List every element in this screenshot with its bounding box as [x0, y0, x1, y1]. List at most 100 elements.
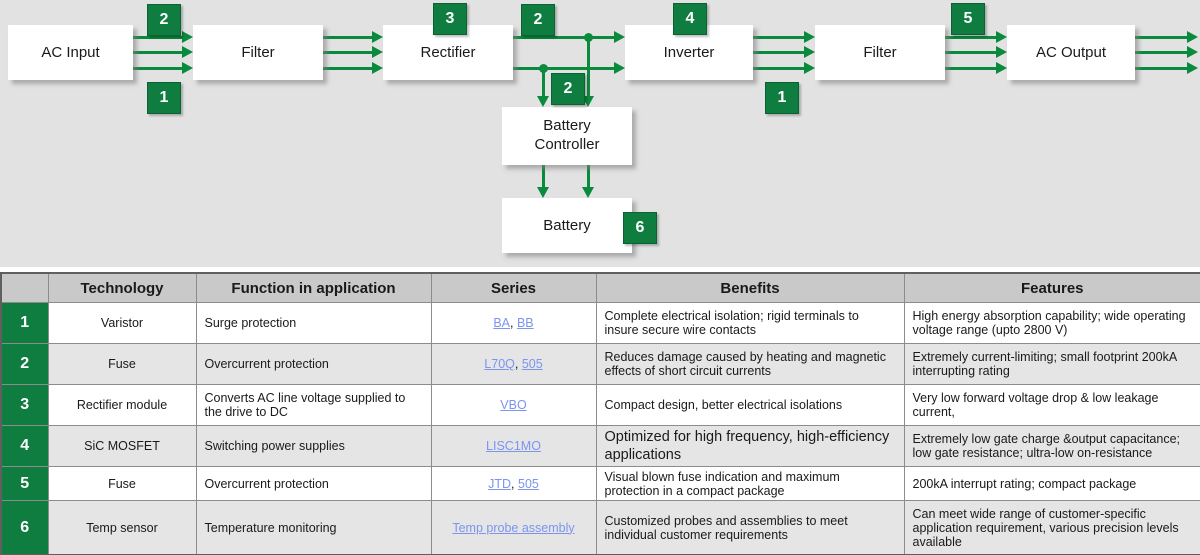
- flow-arrow: [133, 46, 193, 58]
- block-ac-output: AC Output: [1007, 25, 1135, 80]
- block-label: Inverter: [663, 44, 715, 61]
- features-cell: Very low forward voltage drop & low leak…: [903, 384, 1200, 426]
- junction-dot: [584, 33, 593, 42]
- series-cell: JTD, 505: [430, 466, 597, 502]
- technology-cell: Fuse: [47, 466, 197, 502]
- benefits-cell: Optimized for high frequency, high-effic…: [595, 424, 905, 468]
- badge-4: 4: [673, 3, 707, 35]
- flow-arrow: [945, 31, 1007, 43]
- row-number-cell: 3: [0, 384, 49, 426]
- block-filter-2: Filter: [815, 25, 945, 80]
- block-label: Filter: [241, 44, 275, 61]
- block-label: Battery Controller: [534, 117, 600, 153]
- technology-cell: SiC MOSFET: [47, 424, 197, 468]
- badge-2: 2: [551, 73, 585, 105]
- row-number-cell: 5: [0, 466, 49, 502]
- function-cell: Overcurrent protection: [195, 466, 432, 502]
- block-filter-1: Filter: [193, 25, 323, 80]
- technology-cell: Rectifier module: [47, 384, 197, 426]
- series-cell: LISC1MO: [430, 424, 597, 468]
- benefits-cell: Reduces damage caused by heating and mag…: [595, 343, 905, 385]
- series-link[interactable]: 505: [521, 357, 543, 371]
- flow-arrow-down: [537, 69, 549, 107]
- flow-arrow: [133, 62, 193, 74]
- series-link[interactable]: JTD: [488, 476, 512, 491]
- row-number-cell: 2: [0, 343, 49, 385]
- flow-arrow-down: [582, 38, 594, 107]
- series-link[interactable]: BB: [516, 316, 534, 330]
- block-ac-input: AC Input: [8, 25, 133, 80]
- flow-arrow: [323, 46, 383, 58]
- flow-arrow: [323, 31, 383, 43]
- series-link[interactable]: VBO: [500, 398, 527, 412]
- function-cell: Overcurrent protection: [195, 343, 432, 385]
- series-link[interactable]: 505: [518, 476, 539, 491]
- power-flow-diagram: AC Input Filter Rectifier Inverter Filte…: [0, 0, 1200, 267]
- flow-arrow: [1135, 31, 1198, 43]
- block-label: AC Output: [1035, 44, 1107, 61]
- row-number-cell: 6: [0, 500, 49, 555]
- badge-1: 1: [147, 82, 181, 114]
- header-cell-number: [0, 272, 49, 303]
- header-cell: Technology: [47, 272, 197, 303]
- features-cell: Extremely low gate charge &output capaci…: [903, 424, 1200, 468]
- series-cell: BA, BB: [430, 302, 597, 344]
- series-cell: Temp probe assembly: [430, 500, 597, 555]
- flow-arrow: [513, 31, 625, 43]
- flow-arrow: [133, 31, 193, 43]
- badge-2: 2: [147, 4, 181, 36]
- technology-cell: Temp sensor: [47, 500, 197, 555]
- flow-arrow: [945, 46, 1007, 58]
- series-link[interactable]: LISC1MO: [486, 439, 541, 454]
- series-link[interactable]: L70Q: [484, 357, 515, 371]
- series-cell: L70Q, 505: [430, 343, 597, 385]
- technology-cell: Fuse: [47, 343, 197, 385]
- function-cell: Switching power supplies: [195, 424, 432, 468]
- series-link[interactable]: BA: [493, 316, 511, 330]
- header-cell: Series: [430, 272, 597, 303]
- badge-3: 3: [433, 3, 467, 35]
- features-cell: High energy absorption capability; wide …: [903, 302, 1200, 344]
- series-link[interactable]: Temp probe assembly: [452, 520, 575, 535]
- benefits-cell: Customized probes and assemblies to meet…: [595, 500, 905, 555]
- benefits-cell: Visual blown fuse indication and maximum…: [595, 466, 905, 502]
- features-cell: 200kA interrupt rating; compact package: [903, 466, 1200, 502]
- flow-arrow: [945, 62, 1007, 74]
- flow-arrow: [753, 31, 815, 43]
- header-cell: Features: [903, 272, 1200, 303]
- junction-dot: [539, 64, 548, 73]
- block-label: Rectifier: [420, 44, 476, 61]
- block-label: Filter: [863, 44, 897, 61]
- badge-6: 6: [623, 212, 657, 244]
- benefits-cell: Complete electrical isolation; rigid ter…: [595, 302, 905, 344]
- block-battery: Battery: [502, 198, 632, 253]
- row-number-cell: 4: [0, 424, 49, 468]
- block-label: Battery: [543, 217, 591, 234]
- function-cell: Converts AC line voltage supplied to the…: [195, 384, 432, 426]
- block-label: AC Input: [41, 44, 100, 61]
- flow-arrow: [1135, 62, 1198, 74]
- features-cell: Extremely current-limiting; small footpr…: [903, 343, 1200, 385]
- flow-arrow: [753, 62, 815, 74]
- badge-5: 5: [951, 3, 985, 35]
- flow-arrow-down: [582, 165, 594, 198]
- badge-2: 2: [521, 4, 555, 36]
- flow-arrow: [323, 62, 383, 74]
- benefits-cell: Compact design, better electrical isolat…: [595, 384, 905, 426]
- flow-arrow-down: [537, 165, 549, 198]
- series-cell: VBO: [430, 384, 597, 426]
- row-number-cell: 1: [0, 302, 49, 344]
- features-cell: Can meet wide range of customer-specific…: [903, 500, 1200, 555]
- flow-arrow: [753, 46, 815, 58]
- function-cell: Surge protection: [195, 302, 432, 344]
- function-cell: Temperature monitoring: [195, 500, 432, 555]
